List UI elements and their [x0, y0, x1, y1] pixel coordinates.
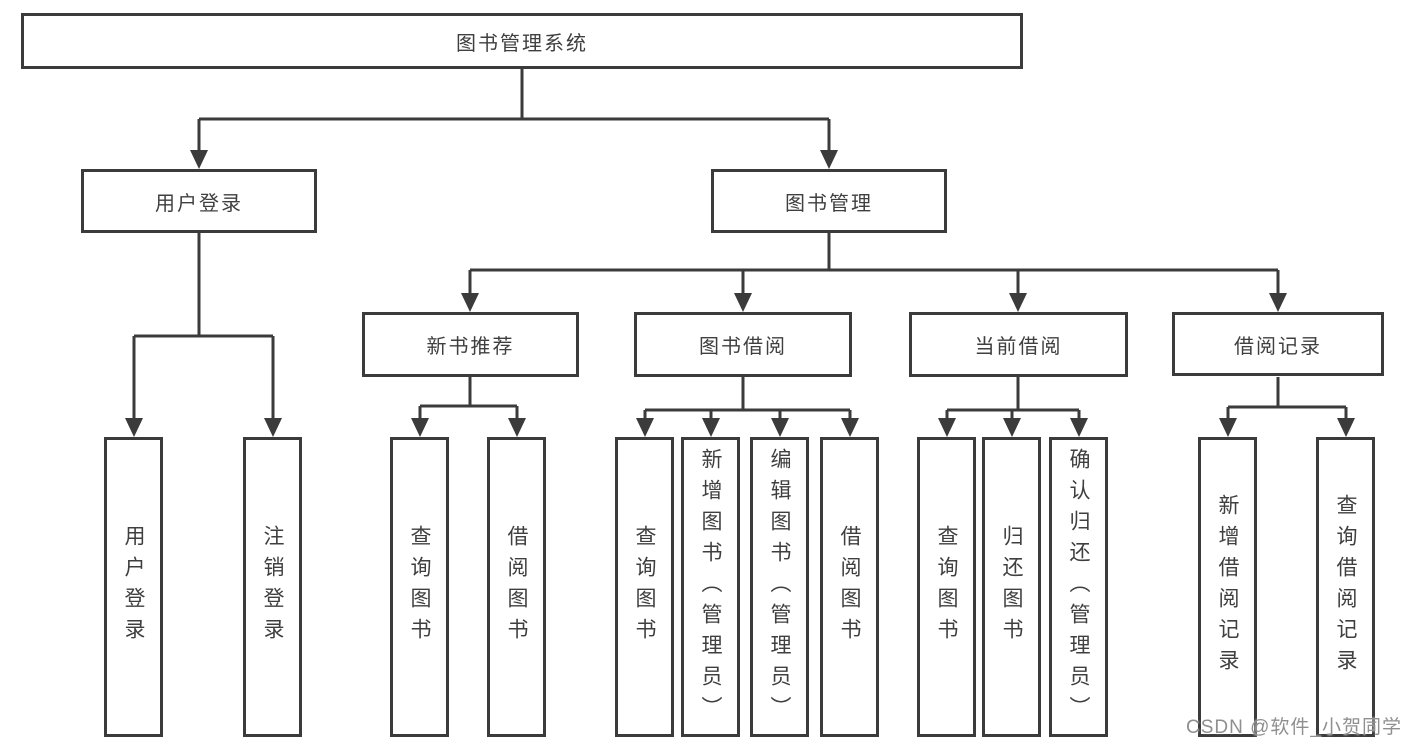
- leaf-query-borrow-record-label: 查询借阅记录: [1334, 494, 1357, 680]
- node-book-borrowing-label: 图书借阅: [699, 336, 787, 358]
- node-borrow-records-label: 借阅记录: [1234, 335, 1322, 358]
- leaf-edit-books-admin: 编辑图书（管理员）: [750, 437, 809, 737]
- node-library-system: 图书管理系统: [21, 13, 1023, 69]
- node-new-book-recommend: 新书推荐: [362, 312, 579, 377]
- leaf-query-books-recommend: 查询图书: [390, 437, 449, 737]
- leaf-query-books-current-label: 查询图书: [935, 525, 958, 649]
- leaf-confirm-return-admin: 确认归还（管理员）: [1049, 437, 1108, 737]
- connector-current-to-leaves: [938, 377, 1088, 437]
- node-user-login-label: 用户登录: [155, 192, 243, 215]
- node-book-management: 图书管理: [711, 169, 947, 233]
- leaf-logout-label: 注销登录: [261, 525, 284, 649]
- node-book-management-label: 图书管理: [785, 192, 873, 215]
- connector-borrow-to-leaves: [636, 377, 859, 437]
- leaf-user-login: 用户登录: [104, 437, 163, 737]
- node-current-borrowing-label: 当前借阅: [974, 336, 1063, 358]
- node-current-borrowing: 当前借阅: [909, 312, 1128, 377]
- leaf-borrow-books-borrow: 借阅图书: [820, 437, 879, 737]
- leaf-borrow-books-recommend-label: 借阅图书: [505, 525, 528, 649]
- leaf-add-borrow-record-label: 新增借阅记录: [1216, 494, 1239, 680]
- node-user-login: 用户登录: [81, 169, 317, 233]
- node-new-book-recommend-label: 新书推荐: [426, 336, 515, 358]
- leaf-query-books-borrow: 查询图书: [615, 437, 674, 737]
- node-borrow-records: 借阅记录: [1172, 312, 1384, 376]
- leaf-add-books-admin: 新增图书（管理员）: [681, 437, 740, 737]
- leaf-query-books-current: 查询图书: [917, 437, 976, 737]
- node-library-system-label: 图书管理系统: [456, 32, 588, 55]
- connector-login-to-leaves: [125, 233, 282, 437]
- connector-root-to-level2: [190, 68, 838, 169]
- leaf-logout: 注销登录: [243, 437, 302, 737]
- leaf-edit-books-admin-label: 编辑图书（管理员）: [768, 447, 791, 727]
- connector-mgmt-to-level3: [461, 233, 1287, 312]
- leaf-return-books-label: 归还图书: [1000, 525, 1023, 649]
- leaf-add-books-admin-label: 新增图书（管理员）: [699, 447, 722, 727]
- node-book-borrowing: 图书借阅: [634, 312, 852, 377]
- leaf-borrow-books-recommend: 借阅图书: [487, 437, 546, 737]
- leaf-query-borrow-record: 查询借阅记录: [1316, 437, 1375, 737]
- leaf-add-borrow-record: 新增借阅记录: [1198, 437, 1257, 737]
- leaf-query-books-borrow-label: 查询图书: [633, 525, 656, 649]
- connector-recommend-to-leaves: [411, 377, 526, 437]
- leaf-confirm-return-admin-label: 确认归还（管理员）: [1067, 447, 1090, 727]
- csdn-watermark: CSDN @软件_小贺同学: [1186, 717, 1402, 738]
- connector-history-to-leaves: [1219, 377, 1355, 437]
- leaf-query-books-recommend-label: 查询图书: [408, 525, 431, 649]
- leaf-user-login-label: 用户登录: [122, 525, 145, 649]
- leaf-return-books: 归还图书: [982, 437, 1041, 737]
- leaf-borrow-books-borrow-label: 借阅图书: [838, 525, 861, 649]
